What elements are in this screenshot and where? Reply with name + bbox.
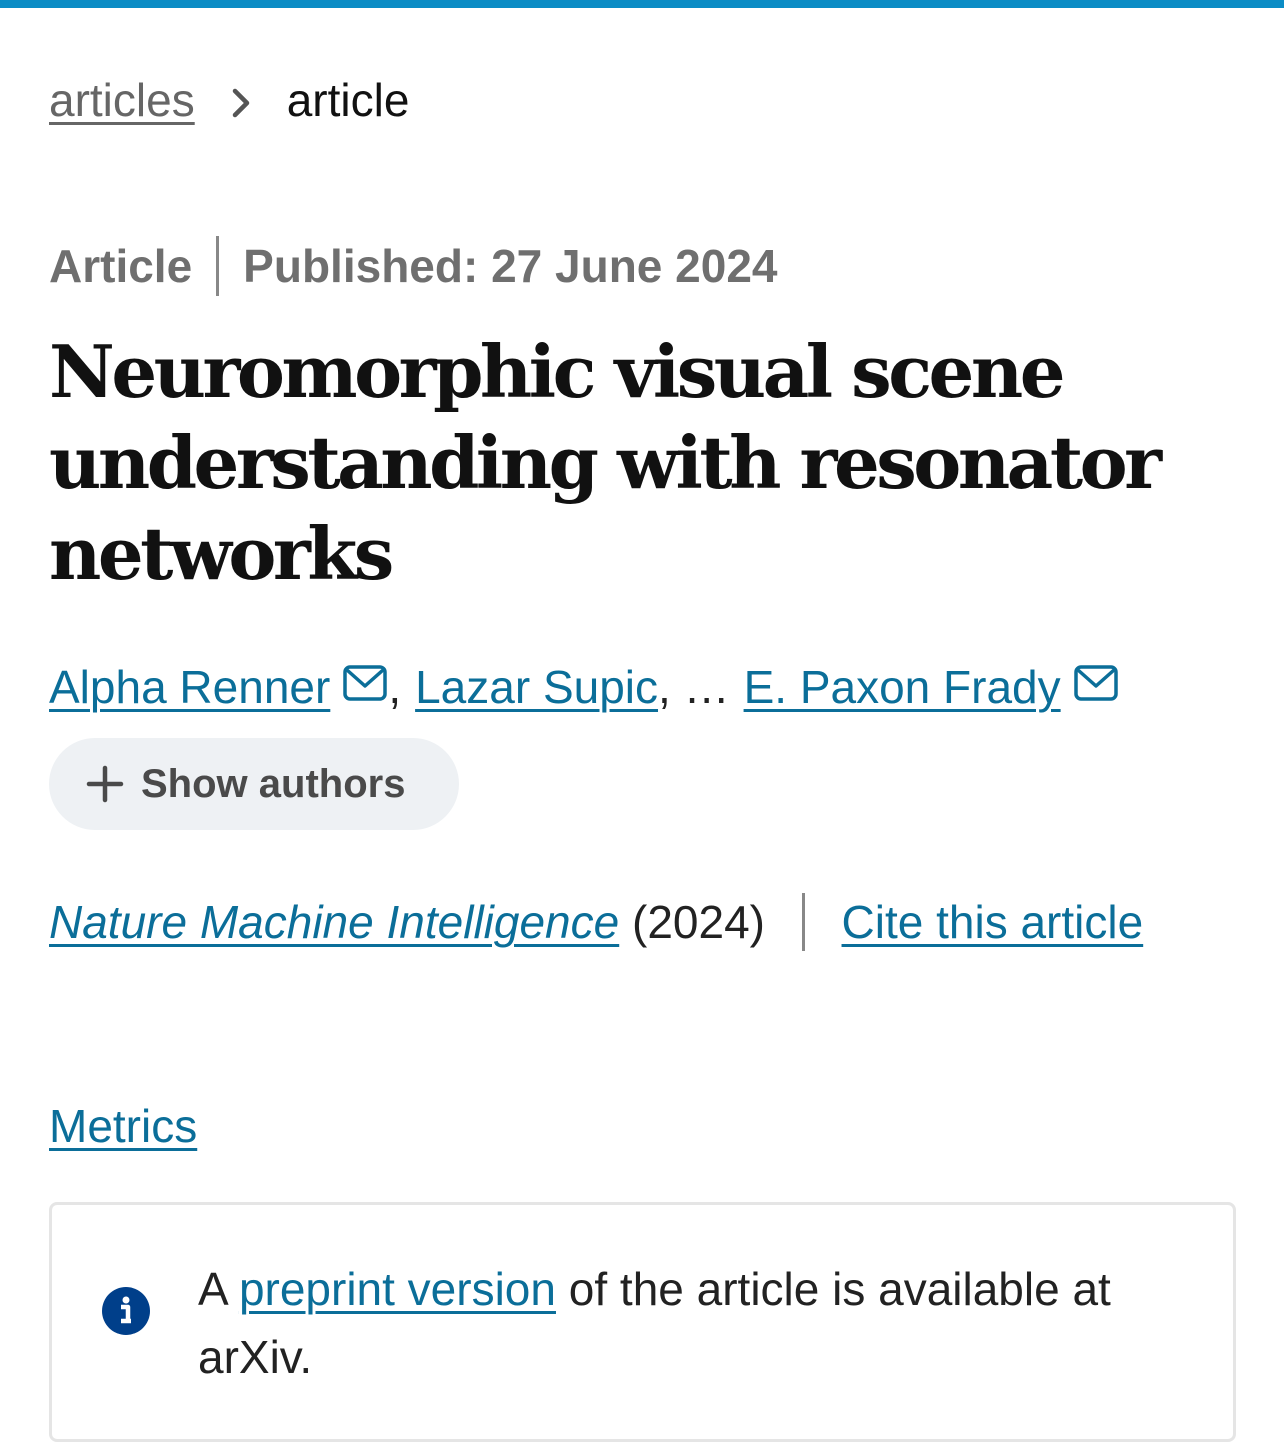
top-accent-bar — [0, 0, 1284, 8]
article-type: Article — [49, 240, 193, 292]
author-link-1[interactable]: Alpha Renner — [49, 661, 331, 713]
author-separator: , — [388, 661, 402, 713]
plus-icon — [85, 764, 125, 804]
journal-year: (2024) — [632, 896, 765, 948]
info-icon — [100, 1285, 152, 1337]
notice-text: A preprint version of the article is ava… — [198, 1255, 1198, 1391]
author-ellipsis: , … — [658, 661, 730, 713]
notice-prefix: A — [198, 1263, 239, 1315]
journal-link[interactable]: Nature Machine Intelligence — [49, 896, 620, 948]
mail-icon[interactable] — [342, 659, 388, 701]
show-authors-button[interactable]: Show authors — [49, 738, 459, 830]
mail-icon[interactable] — [1073, 659, 1119, 701]
breadcrumb-articles-link[interactable]: articles — [49, 74, 195, 126]
chevron-right-icon — [217, 80, 265, 120]
journal-divider — [801, 892, 805, 951]
preprint-notice: A preprint version of the article is ava… — [49, 1202, 1236, 1442]
metrics-link[interactable]: Metrics — [49, 1100, 198, 1152]
author-list: Alpha Renner , Lazar Supic , … E. Paxon … — [49, 652, 1119, 722]
article-meta: Article Published: 27 June 2024 — [49, 234, 778, 298]
author-link-2[interactable]: Lazar Supic — [415, 661, 659, 713]
show-authors-label: Show authors — [141, 761, 406, 806]
cite-this-article-link[interactable]: Cite this article — [841, 896, 1144, 948]
published-date: Published: 27 June 2024 — [243, 240, 778, 292]
article-title: Neuromorphic visual scene understanding … — [49, 329, 1162, 596]
breadcrumb-current: article — [286, 74, 410, 126]
breadcrumb: articles article — [49, 70, 409, 130]
meta-divider — [216, 236, 220, 296]
notice-suffix: of the article is available at arXiv. — [198, 1263, 1111, 1383]
journal-citation-line: Nature Machine Intelligence (2024) Cite … — [49, 880, 1239, 964]
author-link-3[interactable]: E. Paxon Frady — [743, 661, 1061, 713]
preprint-version-link[interactable]: preprint version — [238, 1263, 556, 1315]
